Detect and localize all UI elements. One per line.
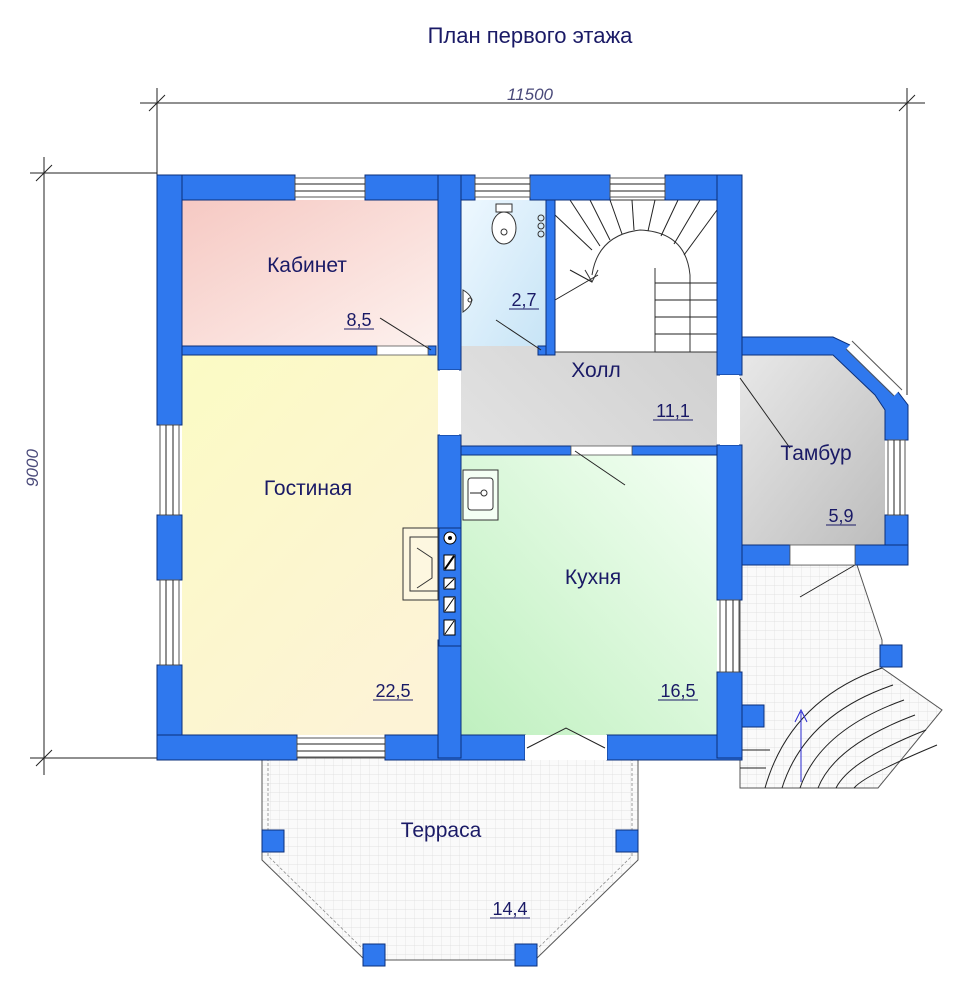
room-name-kitchen: Кухня (565, 566, 621, 589)
room-area-hall: 11,1 (656, 401, 690, 421)
room-area-bath: 2,7 (511, 290, 536, 310)
fireplace (402, 527, 439, 601)
walls (156, 174, 909, 761)
staircase (554, 199, 718, 353)
room-name-living: Гостиная (264, 477, 352, 500)
room-area-terrace: 14,4 (492, 899, 527, 919)
room-area-kitchen: 16,5 (660, 681, 695, 701)
room-labels: Кабинет 8,5 2,7 Холл 11,1 Тамбур 5,9 Гос… (264, 254, 856, 919)
terrace (261, 757, 639, 967)
room-name-terrace: Терраса (401, 819, 482, 842)
dimension-width: 11500 (140, 85, 925, 395)
doors (376, 317, 856, 760)
room-living (182, 355, 438, 735)
kitchen-equipment (438, 469, 499, 647)
bathroom-fixtures (462, 203, 545, 313)
room-area-cabinet: 8,5 (346, 310, 371, 330)
windows (159, 177, 906, 758)
room-area-tambur: 5,9 (828, 506, 853, 526)
room-name-hall: Холл (571, 359, 621, 382)
room-tambur (740, 355, 885, 545)
dimension-height: 9000 (23, 157, 157, 775)
room-name-tambur: Тамбур (780, 442, 851, 465)
width-label: 11500 (507, 85, 554, 104)
room-cabinet (182, 200, 438, 346)
room-area-living: 22,5 (375, 681, 410, 701)
porch (739, 564, 943, 789)
room-name-cabinet: Кабинет (267, 254, 347, 277)
plan-title: План первого этажа (428, 23, 634, 48)
room-kitchen (461, 455, 717, 735)
height-label: 9000 (23, 449, 42, 487)
